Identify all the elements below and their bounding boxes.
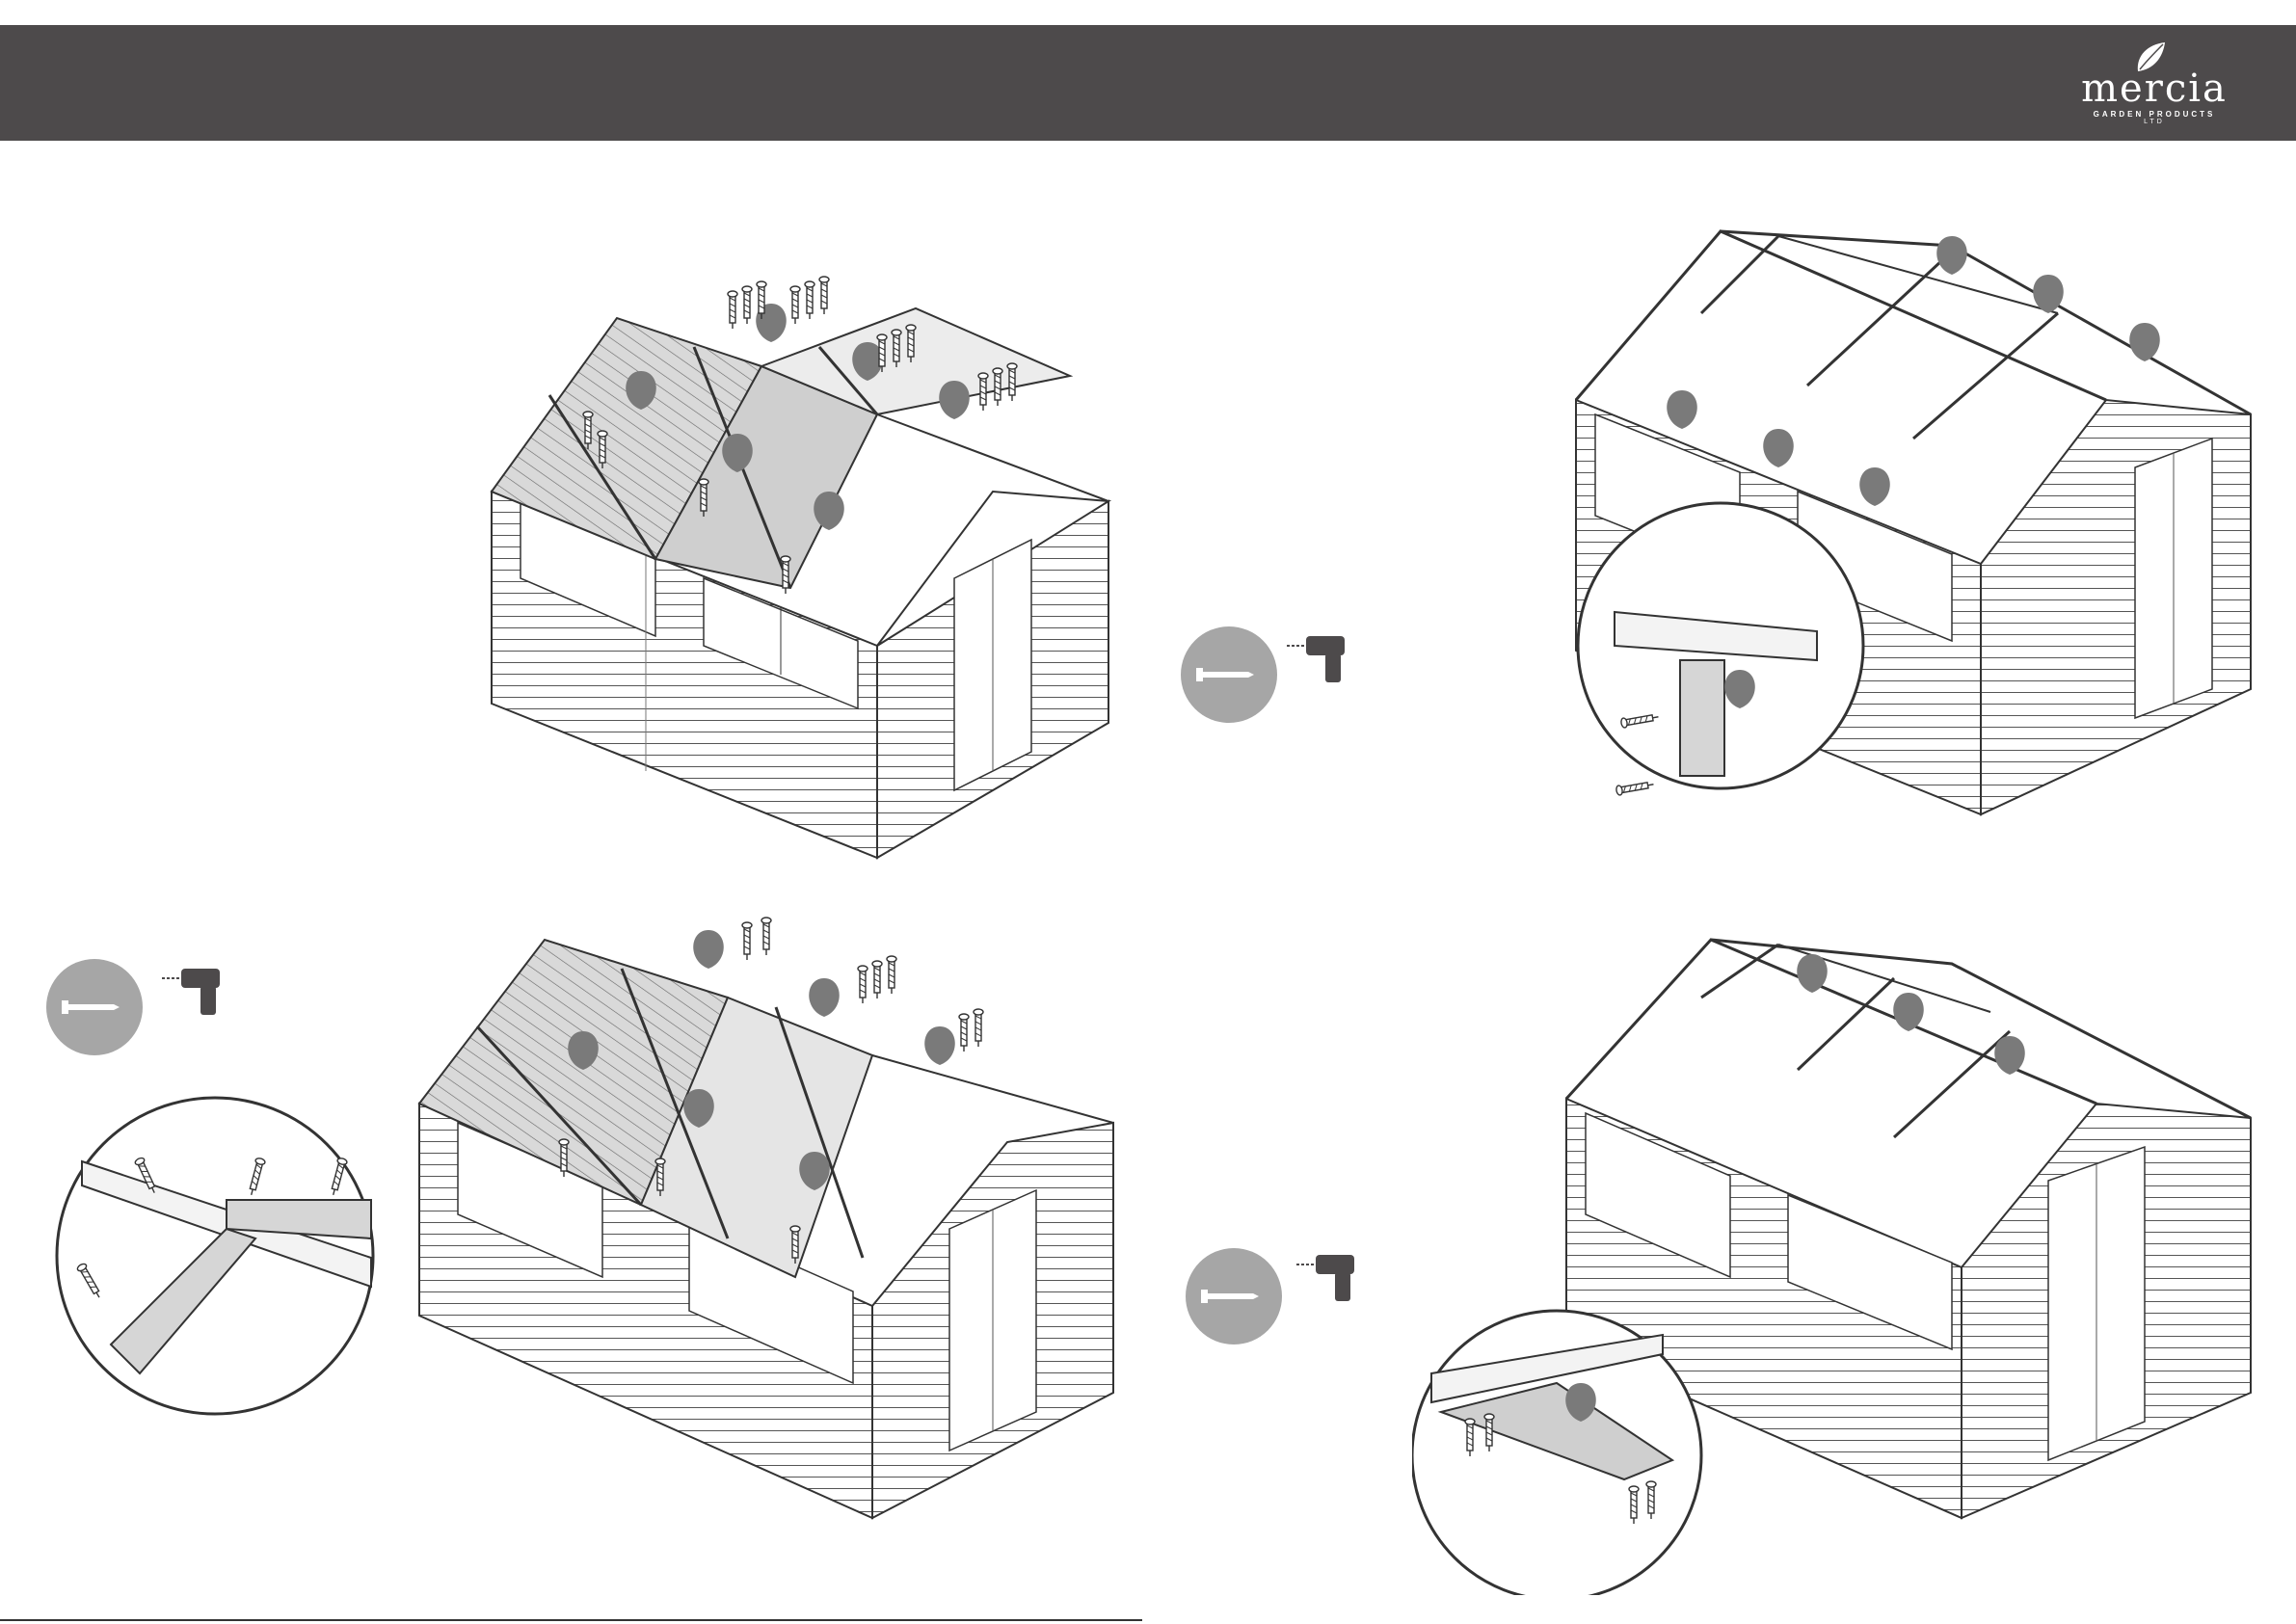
brand-name: mercia [2072, 69, 2236, 108]
brand-suffix: LTD [2072, 119, 2236, 125]
drill-icon [1296, 1255, 1354, 1301]
header-bar: mercia GARDEN PRODUCTS LTD [0, 25, 2296, 141]
step-3-illustration [410, 911, 1142, 1528]
step-4-tools [1186, 1243, 1378, 1349]
step-1-illustration [472, 270, 1128, 867]
drill-icon [162, 969, 220, 1015]
drill-icon [1287, 636, 1345, 682]
brand-tagline: GARDEN PRODUCTS [2072, 110, 2236, 119]
leaf-icon [2130, 40, 2169, 73]
step-3-tools [46, 954, 239, 1060]
step-2-tools [1181, 622, 1374, 728]
brand-logo: mercia GARDEN PRODUCTS LTD [2072, 40, 2236, 127]
footer-rule [0, 1619, 1142, 1621]
step-3-detail [53, 1094, 381, 1422]
step-4-illustration [1412, 920, 2270, 1595]
step-2-illustration [1537, 207, 2270, 843]
